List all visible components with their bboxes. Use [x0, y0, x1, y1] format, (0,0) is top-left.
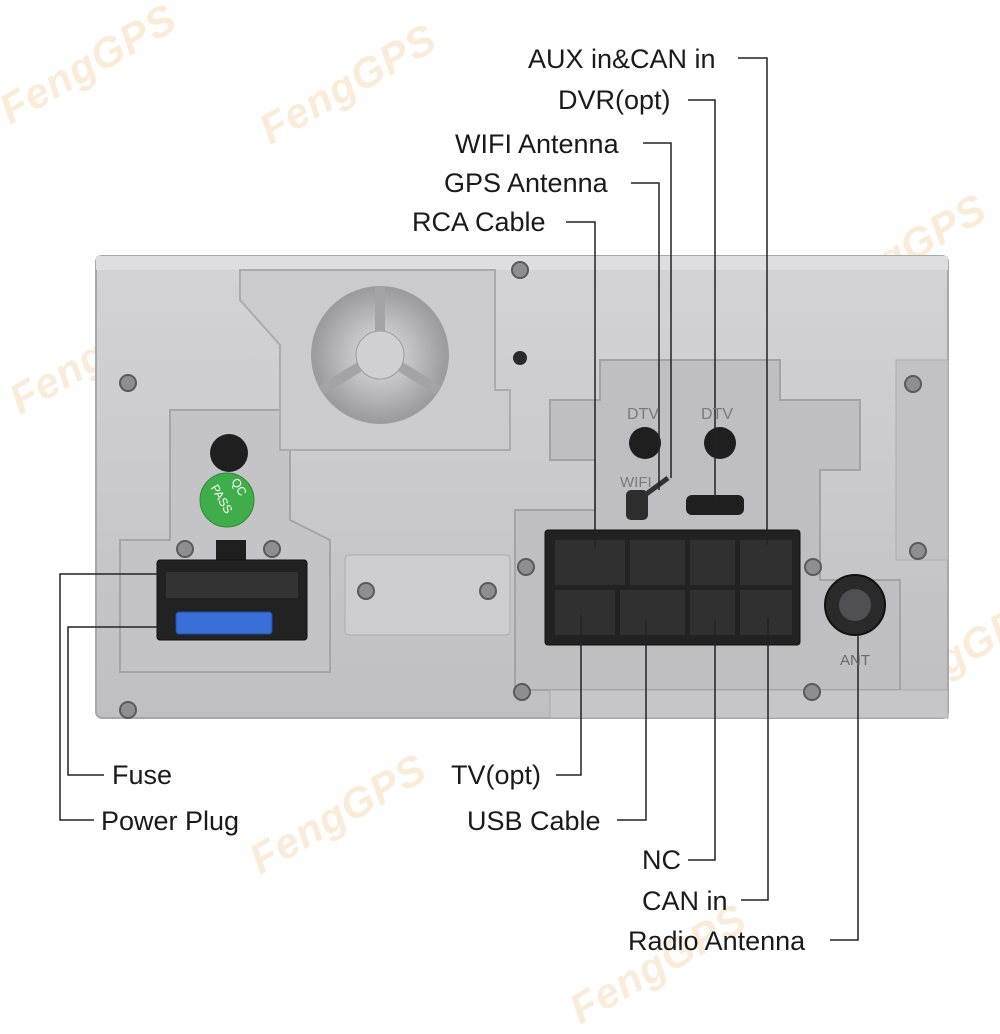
label-nc: NC [642, 845, 681, 875]
label-gps-antenna: GPS Antenna [444, 168, 608, 198]
device-back-panel [59, 57, 949, 941]
mic-hole [513, 351, 527, 365]
label-wifi-antenna: WIFI Antenna [455, 129, 619, 159]
label-tv: TV(opt) [451, 760, 542, 790]
power-plug-connector [156, 540, 308, 641]
qc-sticker [199, 472, 255, 528]
dtv-right-port [704, 427, 736, 459]
vent [311, 286, 449, 424]
label-aux-can: AUX in&CAN in [528, 44, 716, 74]
dtv-left-marking: DTV [627, 406, 659, 423]
label-rca-cable: RCA Cable [412, 207, 546, 237]
label-radio-antenna: Radio Antenna [628, 926, 806, 956]
wifi-antenna-stub [626, 475, 670, 520]
dtv-left-port [629, 427, 661, 459]
leader-lines [59, 57, 859, 941]
label-usb-cable: USB Cable [467, 806, 601, 836]
screws [119, 261, 927, 719]
label-power-plug: Power Plug [101, 806, 240, 836]
fuse [175, 611, 273, 635]
radio-antenna-socket [824, 574, 886, 636]
dtv-right-marking: DTV [701, 406, 733, 423]
label-dvr: DVR(opt) [558, 85, 671, 115]
wifi-marking: WIFI [620, 474, 652, 491]
label-can-in: CAN in [642, 886, 728, 916]
label-fuse: Fuse [112, 760, 173, 790]
grommet-hole [210, 434, 248, 472]
ant-marking: ANT [840, 652, 870, 669]
connector-block [544, 529, 801, 646]
